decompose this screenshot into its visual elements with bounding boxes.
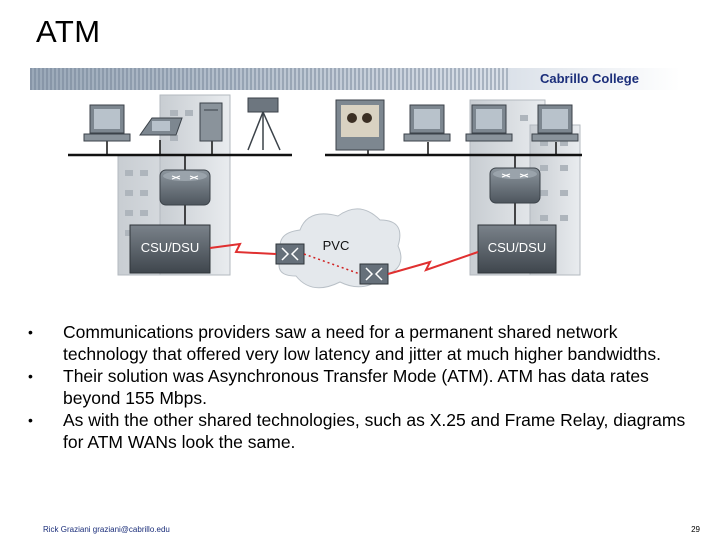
bullet-item: • As with the other shared technologies,… xyxy=(28,409,698,453)
video-camera-icon xyxy=(247,97,281,151)
right-csu-dsu-label: CSU/DSU xyxy=(488,240,547,255)
atm-switch-1-icon xyxy=(275,243,305,265)
title-banner xyxy=(30,68,680,90)
bullet-text: Their solution was Asynchronous Transfer… xyxy=(63,366,649,408)
bullet-marker: • xyxy=(28,368,33,384)
left-workstation-icon xyxy=(83,104,131,142)
bullet-item: • Communications providers saw a need fo… xyxy=(28,321,698,365)
bullet-marker: • xyxy=(28,324,33,340)
slide-title: ATM xyxy=(36,14,101,49)
bullet-text: Communications providers saw a need for … xyxy=(63,322,661,364)
right-workstation-1-icon xyxy=(403,104,451,142)
footer-author: Rick Graziani graziani@cabrillo.edu xyxy=(43,525,170,534)
bullet-item: • Their solution was Asynchronous Transf… xyxy=(28,365,698,409)
bullet-marker: • xyxy=(28,412,33,428)
atm-switch-2-icon xyxy=(359,263,389,285)
right-workstation-3-icon xyxy=(531,104,579,142)
college-name: Cabrillo College xyxy=(540,71,639,86)
right-router-icon xyxy=(489,167,541,204)
server-icon xyxy=(199,102,223,142)
bullet-text: As with the other shared technologies, s… xyxy=(63,410,686,452)
right-serial-link xyxy=(387,251,479,275)
left-csu-dsu-label: CSU/DSU xyxy=(141,240,200,255)
video-conference-icon xyxy=(335,99,385,151)
left-csu-dsu: CSU/DSU xyxy=(129,224,211,274)
right-workstation-2-icon xyxy=(465,104,513,142)
pvc-label: PVC xyxy=(323,238,350,253)
atm-network-diagram: CSU/DSU CSU/DSU PVC xyxy=(68,94,582,289)
right-csu-dsu: CSU/DSU xyxy=(477,224,557,274)
bullet-list: • Communications providers saw a need fo… xyxy=(28,321,698,453)
ip-phone-icon xyxy=(139,117,183,136)
left-serial-link xyxy=(209,242,277,255)
left-router-icon xyxy=(159,169,211,206)
page-number: 29 xyxy=(691,525,700,534)
